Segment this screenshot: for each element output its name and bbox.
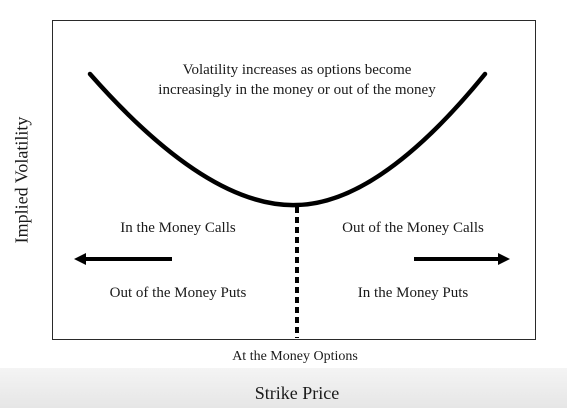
plot-frame	[52, 20, 536, 340]
top-note: Volatility increases as options become i…	[158, 60, 435, 100]
top-note-line-1: Volatility increases as options become	[182, 62, 412, 78]
top-note-line-2: increasingly in the money or out of the …	[158, 82, 436, 98]
footer-band	[0, 368, 567, 408]
label-in-the-money-calls: In the Money Calls	[120, 220, 236, 236]
right-arrow-icon	[498, 253, 510, 265]
left-arrow-icon	[74, 253, 86, 265]
at-the-money-label: At the Money Options	[232, 349, 358, 364]
y-axis-label: Implied Volatility	[11, 116, 32, 244]
label-in-the-money-puts: In the Money Puts	[357, 285, 469, 301]
label-out-of-the-money-calls: Out of the Money Calls	[342, 220, 484, 236]
volatility-smile-curve	[87, 71, 488, 208]
x-axis-label: Strike Price	[254, 383, 340, 403]
label-out-of-the-money-puts: Out of the Money Puts	[109, 285, 247, 301]
